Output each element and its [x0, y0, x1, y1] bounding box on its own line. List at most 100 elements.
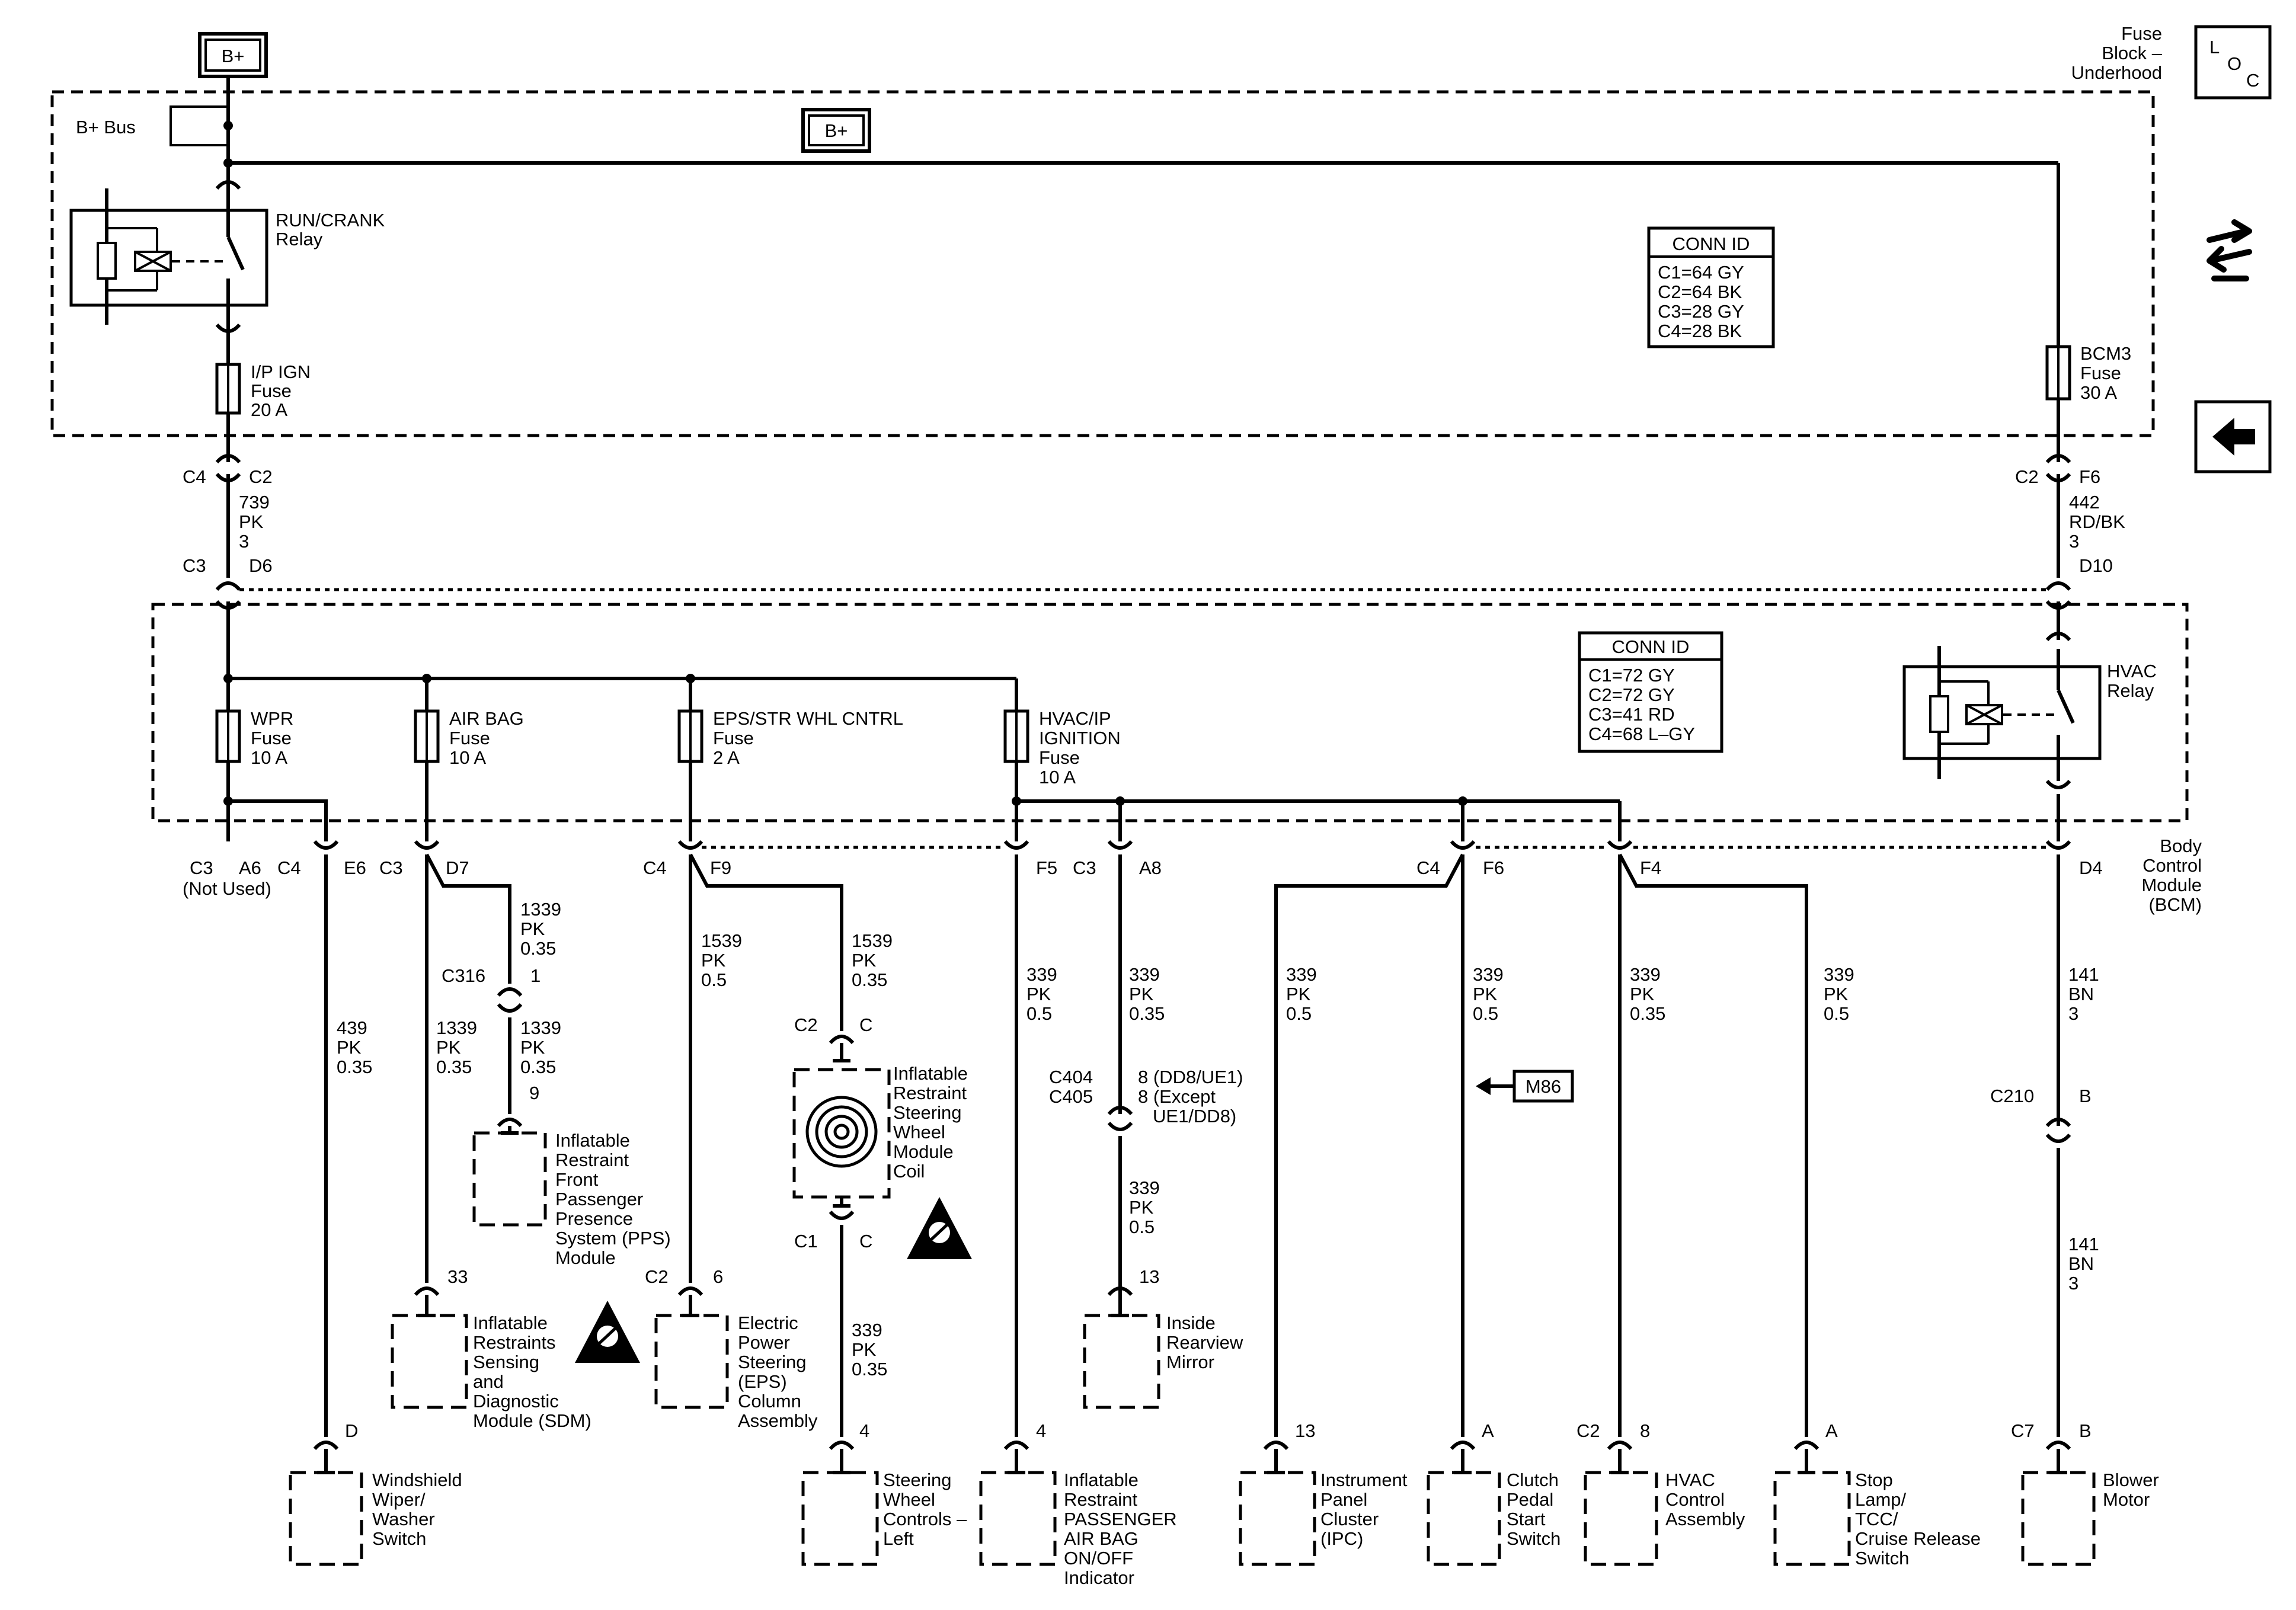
passenger-airbag-indicator — [979, 1471, 1057, 1566]
ipc-label-4: (IPC) — [1320, 1528, 1363, 1549]
wire-141-a-color: BN — [2068, 984, 2094, 1004]
swc-pin: 4 — [859, 1420, 869, 1441]
swc-label-3: Controls – — [883, 1509, 967, 1529]
bplus-top-label: B+ — [222, 46, 245, 66]
wpr-fuse-label-3: 10 A — [251, 747, 287, 768]
sdm-module — [391, 1314, 468, 1409]
blower-motor — [2021, 1471, 2096, 1566]
pps-label-4: Passenger — [555, 1189, 643, 1209]
wire-1539-b-color: PK — [852, 950, 877, 971]
coil-bot-conn: C1 — [794, 1231, 818, 1251]
coil-spiral-icon — [805, 1096, 878, 1168]
steering-wheel-controls — [801, 1471, 879, 1566]
m86-reference[interactable]: M86 — [1476, 1070, 1574, 1103]
conn-c2-top: C2 — [249, 466, 273, 487]
sdm-label-4: and — [473, 1371, 504, 1392]
pab-label: Inflatable — [1064, 1470, 1139, 1490]
wire-1339-c: 1339 — [520, 1017, 561, 1038]
wire-141-b-size: 3 — [2068, 1273, 2078, 1294]
wire-339-ipc-color: PK — [1286, 984, 1311, 1004]
eps-fuse-label-3: 2 A — [713, 747, 740, 768]
conn-id-1-line: C3=28 GY — [1658, 301, 1744, 322]
instrument-panel-cluster — [1239, 1471, 1316, 1566]
back-arrow-button[interactable] — [2194, 400, 2272, 473]
conn-d4: D4 — [2079, 857, 2103, 878]
swc-label-4: Left — [883, 1528, 914, 1549]
wire-339-stop-size: 0.5 — [1824, 1003, 1849, 1024]
blower-conn: C7 — [2011, 1420, 2035, 1441]
sdm-label-5: Diagnostic — [473, 1391, 559, 1411]
clutch-label-2: Pedal — [1507, 1489, 1553, 1510]
c210-pin: B — [2079, 1086, 2092, 1106]
hvac-ip-fuse-label-3: Fuse — [1039, 747, 1080, 768]
conn-c4-f9: C4 — [643, 857, 667, 878]
coil-label-3: Steering — [893, 1102, 961, 1123]
wire-1539-b-size: 0.35 — [852, 969, 887, 990]
conn-id-2-line: C4=68 L–GY — [1588, 724, 1695, 744]
bplus-bus-label: B+ Bus — [76, 117, 136, 137]
hvac-relay — [1902, 632, 2102, 841]
wiper-label-2: Wiper/ — [372, 1489, 426, 1510]
clutch-label-3: Start — [1507, 1509, 1546, 1529]
airbag-fuse-label: AIR BAG — [449, 708, 524, 729]
bcm3-fuse-label: BCM3 — [2080, 343, 2131, 364]
wiper-label-3: Washer — [372, 1509, 435, 1529]
wire-141-b-color: BN — [2068, 1253, 2094, 1274]
stop-label: Stop — [1855, 1470, 1893, 1490]
wire-1339-c-color: PK — [520, 1037, 545, 1058]
bcm-label-4: (BCM) — [2148, 894, 2202, 915]
sdm-label-3: Sensing — [473, 1352, 539, 1372]
loc-button[interactable]: L O C — [2194, 25, 2272, 100]
wpr-fuse-label: WPR — [251, 708, 293, 729]
wire-1339-b-size: 0.35 — [436, 1057, 472, 1077]
eps-label-4: (EPS) — [738, 1371, 787, 1392]
wire-339-a8: 339 — [1129, 964, 1160, 985]
wire-339-mirror-color: PK — [1129, 1197, 1154, 1218]
wire-339-ipc-size: 0.5 — [1286, 1003, 1312, 1024]
conn-id-2-line: C1=72 GY — [1588, 665, 1675, 686]
conn-id-2-title: CONN ID — [1612, 636, 1690, 657]
wire-442-color: RD/BK — [2069, 511, 2125, 532]
c405-pin-2: UE1/DD8) — [1153, 1106, 1236, 1126]
fuse-block-label-3: Underhood — [2071, 62, 2162, 83]
run-crank-label: RUN/CRANK — [276, 210, 385, 231]
pps-label: Inflatable — [555, 1130, 630, 1151]
pps-label-3: Front — [555, 1169, 599, 1190]
conn-d6: D6 — [249, 555, 273, 576]
ipc-label: Instrument — [1320, 1470, 1408, 1490]
hvac-ip-fuse-label-4: 10 A — [1039, 767, 1076, 788]
wire-442-size: 3 — [2069, 531, 2079, 552]
coil-top-conn: C2 — [794, 1014, 818, 1035]
bcm-bottom-connectors — [313, 840, 2071, 850]
pab-label-3: PASSENGER — [1064, 1509, 1177, 1529]
conn-id-1-line: C4=28 BK — [1658, 321, 1742, 341]
conn-c3-a8: C3 — [1073, 857, 1096, 878]
pps-label-2: Restraint — [555, 1150, 629, 1170]
conn-c2-right: C2 — [2015, 466, 2039, 487]
hvac-relay-label: HVAC — [2107, 661, 2157, 681]
connector-tool-icon[interactable] — [2207, 219, 2252, 281]
mirror-label: Inside — [1166, 1313, 1216, 1333]
pps-pin: 9 — [529, 1083, 539, 1103]
blower-label: Blower — [2103, 1470, 2159, 1490]
swc-label: Steering — [883, 1470, 951, 1490]
eps-label: Electric — [738, 1313, 798, 1333]
conn-c3-d6-left: C3 — [183, 555, 206, 576]
wire-339-mirror: 339 — [1129, 1177, 1160, 1198]
airbag-fuse-label-3: 10 A — [449, 747, 486, 768]
m86-label: M86 — [1526, 1076, 1561, 1097]
ipc-pin: 13 — [1295, 1420, 1315, 1441]
wire-739-color: PK — [239, 511, 264, 532]
bcm3-fuse-label-3: 30 A — [2080, 382, 2117, 403]
wpr-fuse-label-2: Fuse — [251, 728, 292, 748]
loc-letter-l: L — [2209, 37, 2220, 57]
hvac-relay-label-2: Relay — [2107, 680, 2154, 701]
coil-label-6: Coil — [893, 1161, 925, 1182]
wiper-label: Windshield — [372, 1470, 462, 1490]
pps-module — [472, 1131, 547, 1227]
conn-a6: A6 — [239, 857, 261, 878]
fuse-block-label-2: Block – — [2102, 43, 2162, 63]
bcm-label-3: Module — [2141, 875, 2202, 895]
wire-339-ipc: 339 — [1286, 964, 1317, 985]
